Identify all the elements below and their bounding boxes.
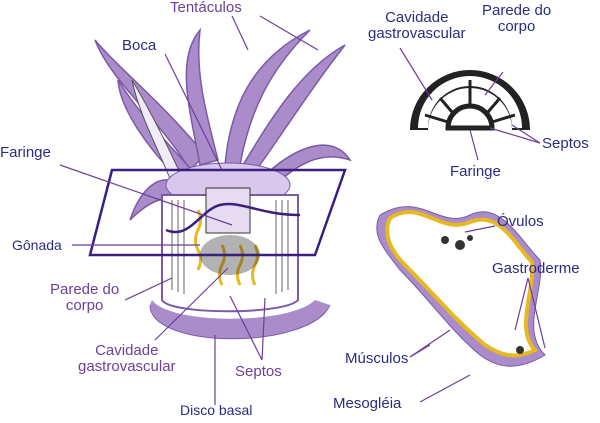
- label-septos-bottom: Septos: [235, 363, 282, 380]
- label-parede-top-line1: Parede do: [482, 2, 552, 19]
- label-septos-top: Septos: [542, 135, 589, 152]
- label-boca: Boca: [122, 37, 157, 54]
- gonads: [194, 209, 259, 286]
- label-parede-left: Parede do corpo: [50, 282, 119, 314]
- label-cavidade-top-line1: Cavidade: [385, 9, 449, 26]
- label-parede-top-line2: corpo: [497, 18, 536, 35]
- tentacles: [94, 27, 352, 221]
- label-cavidade-bottom: Cavidade gastrovascular: [78, 343, 176, 375]
- label-mesogleia: Mesogléia: [333, 395, 402, 412]
- label-gastroderme: Gastroderme: [492, 260, 580, 277]
- label-cavidade-bottom-line2: gastrovascular: [78, 358, 176, 375]
- label-faringe-left: Faringe: [0, 144, 51, 161]
- cross-section-top: [410, 70, 530, 131]
- label-musculos: Músculos: [345, 350, 409, 367]
- label-faringe-top: Faringe: [450, 163, 501, 180]
- leader-lines: [59, 15, 546, 405]
- label-gonada: Gônada: [12, 237, 62, 253]
- pharynx: [205, 187, 251, 234]
- label-tentaculos: Tentáculos: [170, 0, 242, 16]
- label-parede-left-line2: corpo: [65, 297, 104, 314]
- tissue-section: [376, 206, 546, 367]
- section-plane: [88, 168, 347, 257]
- label-parede-left-line1: Parede do: [50, 281, 120, 298]
- label-cavidade-top: Cavidade gastrovascular: [368, 10, 466, 42]
- label-parede-top: Parede do corpo: [482, 3, 551, 35]
- label-ovulos: Óvulos: [497, 213, 544, 230]
- label-disco-basal: Disco basal: [180, 402, 253, 418]
- body-column: [161, 194, 299, 313]
- label-cavidade-bottom-line1: Cavidade: [95, 342, 159, 359]
- label-cavidade-top-line2: gastrovascular: [368, 25, 466, 42]
